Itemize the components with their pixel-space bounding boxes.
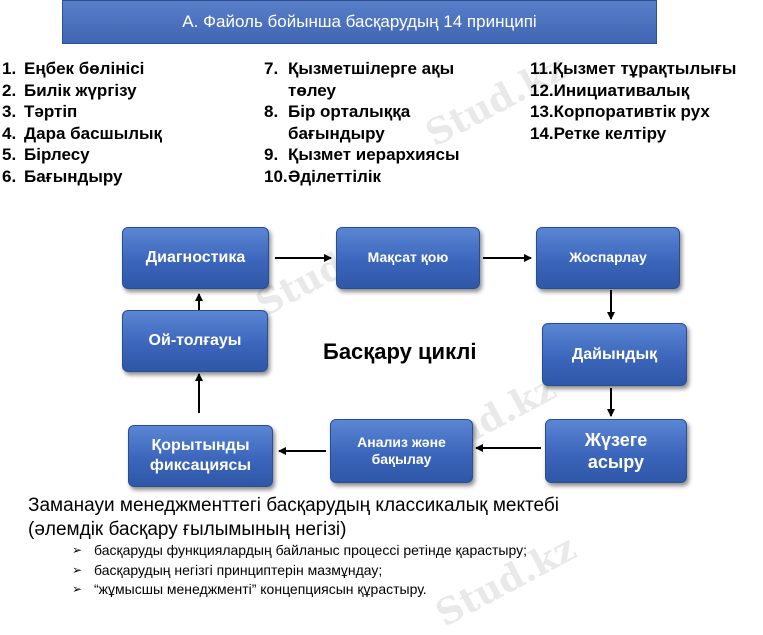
step-analiz: Анализ және бақылау xyxy=(330,419,473,483)
step-label-line1: Анализ және xyxy=(357,433,446,450)
principles-column-2: 7. Қызметшілерге ақы төлеу 8. Бір орталыққ… xyxy=(264,58,494,187)
list-text: Еңбек бөлінісі xyxy=(24,59,145,78)
list-number: 1. xyxy=(2,59,17,78)
list-text: Билік жүргізу xyxy=(24,80,137,100)
list-item: 4. Дара басшылық xyxy=(2,123,242,145)
principles-column-3: 11.Қызмет тұрақтылығы 12.Инициативалық 1… xyxy=(530,58,763,144)
step-label-line1: Қорытынды xyxy=(151,437,250,454)
list-item: 1. Еңбек бөлінісі xyxy=(2,58,242,80)
step-korytyndy: Қорытынды фиксациясы xyxy=(128,425,273,487)
step-josparlau: Жоспарлау xyxy=(536,227,680,289)
list-item: 11.Қызмет тұрақтылығы xyxy=(530,59,737,78)
list-item: 3. Тәртіп xyxy=(2,101,242,123)
cycle-arrows xyxy=(195,254,615,455)
list-text: Қызметшілерге ақы xyxy=(288,59,455,78)
list-item: 8. Бір орталыққа xyxy=(264,101,494,123)
list-item: 7. Қызметшілерге ақы xyxy=(264,58,494,80)
list-text: Дара басшылық xyxy=(24,123,163,143)
list-number: 4. xyxy=(2,123,17,143)
list-number: 5. xyxy=(2,145,17,164)
list-text: Бағындыру xyxy=(24,166,123,186)
page-title: А. Файоль бойынша басқарудың 14 принципі xyxy=(182,12,537,31)
list-item: 9. Қызмет иерархиясы xyxy=(264,144,494,166)
list-text: бағындыру xyxy=(288,123,385,143)
bottom-bullets: ➢ басқаруды функциялардың байланыс процес… xyxy=(72,541,527,600)
list-number: 8. xyxy=(264,102,279,121)
list-number: 7. xyxy=(264,59,279,78)
list-item: ➢ басқарудың негізгі принциптерін мазмұнд… xyxy=(72,561,527,581)
bullet-text: басқарудың негізгі принциптерін мазмұнда… xyxy=(94,561,383,578)
step-label: Диагностика xyxy=(145,249,246,266)
list-number: 9. xyxy=(264,145,279,164)
step-juzege: Жүзеге асыру xyxy=(545,419,687,483)
list-item: 12.Инициативалық xyxy=(530,80,690,100)
list-text: төлеу xyxy=(288,80,336,100)
step-label: Мақсат қою xyxy=(367,249,449,266)
step-label-line1: Жүзеге xyxy=(584,429,648,450)
list-item: 2. Билік жүргізу xyxy=(2,80,242,102)
bottom-heading-line1: Заманауи менеджменттегі басқарудың класс… xyxy=(28,495,559,516)
step-label: Жоспарлау xyxy=(569,249,647,266)
arrow-bullet-icon: ➢ xyxy=(72,562,83,577)
step-label: Дайындық xyxy=(571,345,658,363)
title-bar: А. Файоль бойынша басқарудың 14 принципі xyxy=(62,0,657,44)
step-oi-tolgau: Ой-толғауы xyxy=(122,310,268,372)
list-item: ➢ басқаруды функциялардың байланыс процес… xyxy=(72,541,527,561)
list-item: бағындыру xyxy=(264,123,494,145)
step-label-line2: фиксациясы xyxy=(149,457,252,474)
list-item: 13.Корпоративтік рух xyxy=(530,102,710,121)
bottom-heading-line2: (әлемдік басқару ғылымының негізі) xyxy=(28,519,347,540)
step-diagnostika: Диагностика xyxy=(122,227,269,289)
bullet-text: “жұмысшы менеджменті” концепциясын құрас… xyxy=(94,581,427,597)
step-label-line2: асыру xyxy=(587,452,645,472)
arrow-bullet-icon: ➢ xyxy=(72,582,83,596)
list-number: 6. xyxy=(2,166,17,186)
list-item: төлеу xyxy=(264,80,494,102)
list-text: Бірлесу xyxy=(24,145,90,164)
step-daiyndyk: Дайындық xyxy=(542,323,687,386)
principles-column-1: 1. Еңбек бөлінісі 2. Билік жүргізу 3. Тәрті… xyxy=(2,58,242,187)
list-text: Әділеттілік xyxy=(288,166,382,186)
list-number: 2. xyxy=(2,80,17,100)
bottom-heading: Заманауи менеджменттегі басқарудың класс… xyxy=(28,494,728,542)
list-number: 3. xyxy=(2,102,17,121)
step-label: Ой-толғауы xyxy=(148,332,242,349)
cycle-center-label: Басқару циклі xyxy=(323,339,477,364)
arrow-bullet-icon: ➢ xyxy=(72,543,83,557)
list-text: Тәртіп xyxy=(24,102,78,121)
list-item: 10.Әділеттілік xyxy=(264,166,494,188)
list-item: 6. Бағындыру xyxy=(2,166,242,188)
bullet-text: басқаруды функциялардың байланыс процесс… xyxy=(94,542,528,558)
step-label-line2: бақылау xyxy=(371,451,432,467)
list-text: Қызмет иерархиясы xyxy=(288,145,460,164)
list-item: 5. Бірлесу xyxy=(2,144,242,166)
list-item: 14.Ретке келтіру xyxy=(530,123,667,143)
step-maksat: Мақсат қою xyxy=(336,227,480,289)
list-number: 10. xyxy=(264,166,288,186)
list-text: Бір орталыққа xyxy=(288,102,411,121)
list-item: ➢ “жұмысшы менеджменті” концепциясын құра… xyxy=(72,580,527,600)
